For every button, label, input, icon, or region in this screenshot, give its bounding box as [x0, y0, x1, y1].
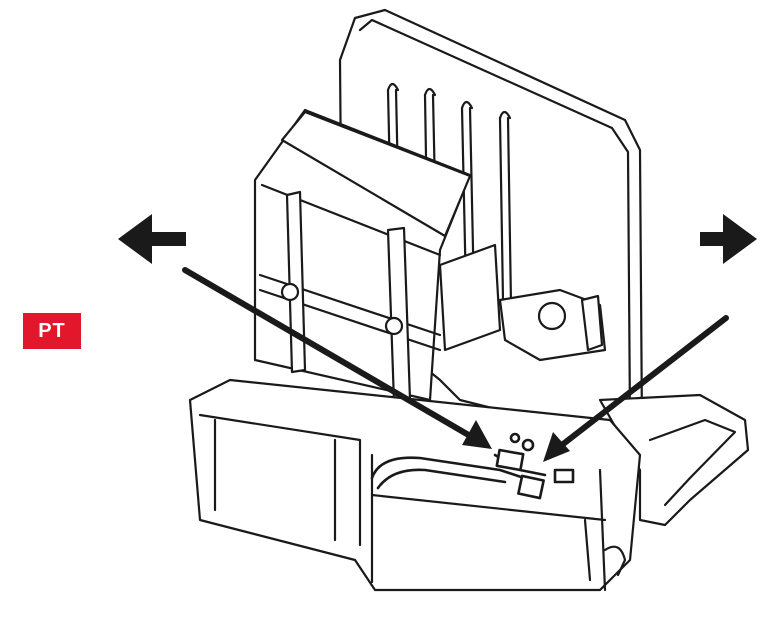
cable-bundle [370, 432, 575, 500]
right-wing [598, 393, 750, 527]
arrow-left-icon [118, 214, 186, 264]
arrow-right-icon [700, 214, 757, 264]
central-housing [253, 108, 607, 404]
language-badge: PT [23, 313, 81, 349]
pointer-line-left [182, 267, 475, 440]
pointer-line-right [555, 315, 729, 451]
base [188, 378, 642, 592]
